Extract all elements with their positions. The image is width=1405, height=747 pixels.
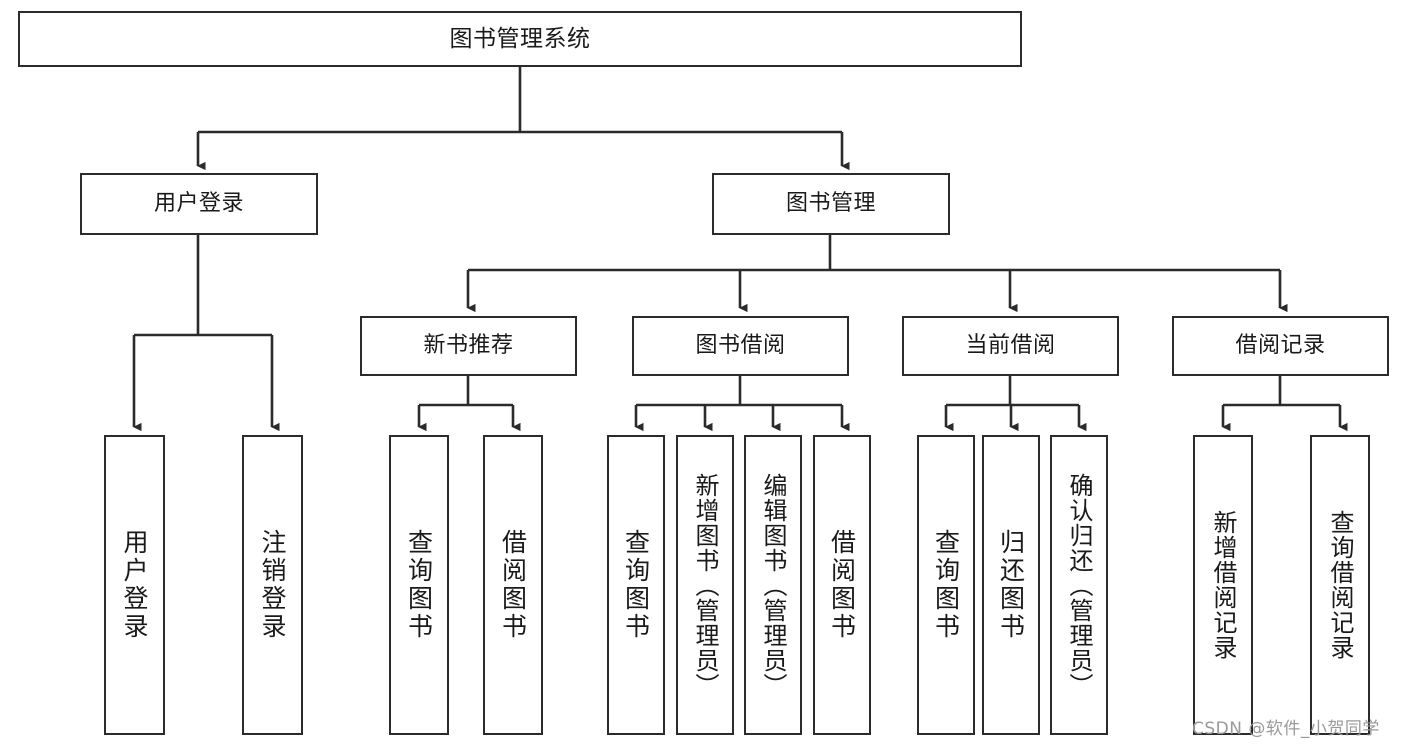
node-label: 图书管理 (785, 191, 876, 217)
node-current-borrow[interactable]: 当前借阅 (902, 316, 1119, 376)
node-new-book-recommend[interactable]: 新书推荐 (360, 316, 577, 376)
node-label: 编辑图书（管理员） (759, 472, 787, 698)
node-user-login[interactable]: 用户登录 (80, 173, 318, 235)
leaf-borrow-record-query[interactable]: 查询借阅记录 (1310, 435, 1370, 735)
node-borrow-record[interactable]: 借阅记录 (1172, 316, 1389, 376)
node-label: 用户登录 (120, 529, 149, 641)
csdn-watermark: CSDN @软件_小贺同学 (1192, 719, 1380, 739)
leaf-book-borrow-add-admin[interactable]: 新增图书（管理员） (676, 435, 734, 735)
leaf-book-borrow-borrow[interactable]: 借阅图书 (813, 435, 871, 735)
node-label: 归还图书 (996, 529, 1026, 641)
node-book-management-system[interactable]: 图书管理系统 (18, 11, 1022, 67)
node-label: 借阅图书 (498, 529, 528, 641)
leaf-book-borrow-query[interactable]: 查询图书 (607, 435, 665, 735)
leaf-book-borrow-edit-admin[interactable]: 编辑图书（管理员） (744, 435, 802, 735)
leaf-current-borrow-return[interactable]: 归还图书 (982, 435, 1040, 735)
leaf-new-book-query[interactable]: 查询图书 (389, 435, 449, 735)
leaf-current-borrow-confirm-return-admin[interactable]: 确认归还（管理员） (1050, 435, 1108, 735)
node-book-management[interactable]: 图书管理 (712, 173, 950, 235)
node-label: 借阅图书 (827, 529, 857, 641)
node-label: 新书推荐 (423, 333, 514, 359)
leaf-user-login-login[interactable]: 用户登录 (104, 435, 165, 735)
leaf-new-book-borrow[interactable]: 借阅图书 (483, 435, 543, 735)
node-book-borrow[interactable]: 图书借阅 (632, 316, 849, 376)
node-label: 查询图书 (931, 529, 961, 641)
node-label: 图书管理系统 (449, 25, 591, 52)
node-label: 查询图书 (621, 529, 651, 641)
node-label: 借阅记录 (1235, 333, 1326, 359)
node-label: 当前借阅 (965, 333, 1056, 359)
leaf-user-login-logout[interactable]: 注销登录 (242, 435, 303, 735)
node-label: 确认归还（管理员） (1065, 472, 1093, 698)
node-label: 注销登录 (258, 529, 287, 641)
leaf-current-borrow-query[interactable]: 查询图书 (917, 435, 975, 735)
node-label: 新增图书（管理员） (691, 472, 719, 698)
node-label: 查询图书 (404, 529, 434, 641)
node-label: 图书借阅 (695, 333, 786, 359)
node-label: 新增借阅记录 (1209, 510, 1237, 660)
node-label: 用户登录 (153, 191, 244, 217)
node-label: 查询借阅记录 (1326, 510, 1354, 660)
leaf-borrow-record-add[interactable]: 新增借阅记录 (1193, 435, 1253, 735)
